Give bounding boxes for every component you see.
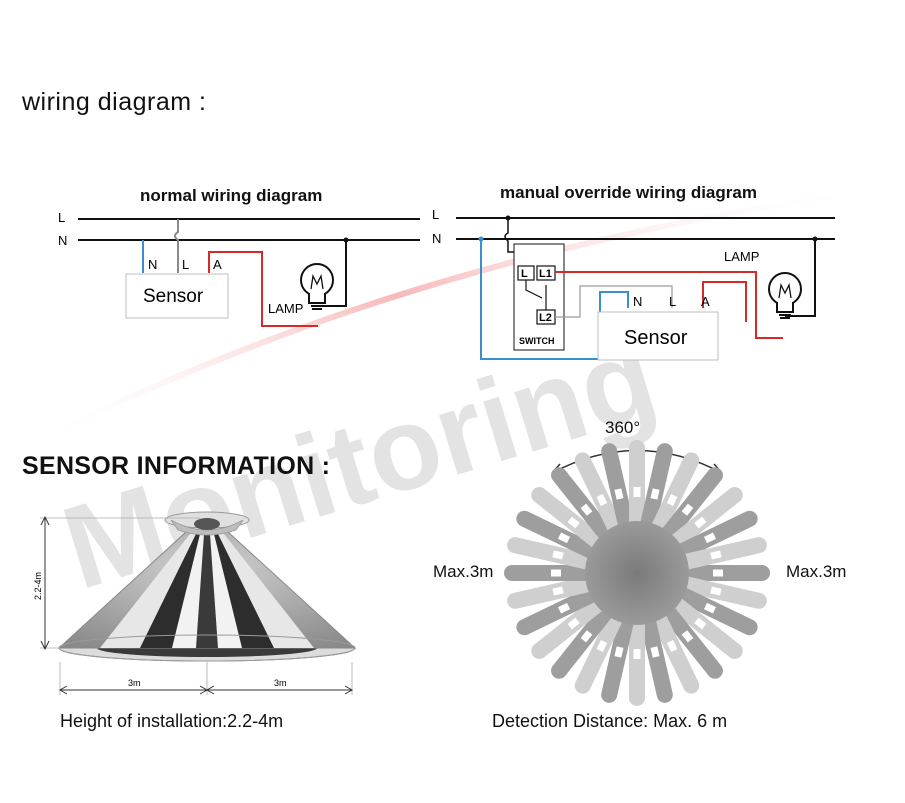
override-lamp-label: LAMP: [724, 249, 759, 264]
detection-ray: [516, 510, 602, 561]
switch-label: SWITCH: [519, 336, 555, 346]
detection-ray-gap: [710, 550, 722, 560]
detection-caption: Detection Distance: Max. 6 m: [492, 711, 728, 731]
detection-ray: [531, 594, 608, 659]
normal-A-wire: [208, 251, 318, 327]
detection-ray: [666, 487, 743, 552]
detection-ray-gap: [614, 646, 624, 658]
detection-ray: [507, 575, 599, 609]
switch-term-L: L: [521, 268, 528, 280]
detection-ray-gap: [557, 602, 571, 614]
detection-ray-gap: [703, 602, 717, 614]
detection-pattern-top-view: [504, 440, 770, 706]
detection-ray: [649, 608, 700, 694]
detection-cone-side-view: 2.2-4m 3m 3m: [33, 511, 357, 695]
detection-ray-gap: [580, 630, 593, 643]
override-wiring-diagram: L N L L1 L2 SWITCH N L A Sensor: [432, 207, 835, 361]
page-heading: wiring diagram :: [22, 88, 207, 116]
detection-ray: [574, 608, 625, 694]
override-line-N-label: N: [432, 231, 441, 246]
detection-ray: [574, 452, 625, 538]
override-term-N: N: [633, 294, 642, 309]
width-left-label: 3m: [128, 678, 141, 688]
override-sensor-label: Sensor: [624, 327, 688, 349]
sensor-info-heading: SENSOR INFORMATION :: [22, 452, 331, 480]
detection-ray: [675, 537, 767, 571]
override-L2-to-sensor: [555, 285, 673, 318]
detection-ray: [601, 443, 635, 535]
detection-ray-gap: [552, 550, 564, 560]
detection-ray-gap: [596, 639, 608, 653]
detection-ray-gap: [666, 493, 678, 507]
detection-ray-gap: [694, 617, 707, 630]
normal-line-L-label: L: [58, 210, 65, 225]
detection-ray-gap: [614, 488, 624, 500]
detection-ray-gap: [650, 488, 660, 500]
detection-ray-gap: [694, 516, 707, 529]
detection-ray-gap: [666, 639, 678, 653]
normal-term-N: N: [148, 257, 157, 272]
detection-ray-gap: [681, 503, 694, 516]
detection-ray: [551, 467, 616, 544]
detection-ray-gap: [710, 586, 722, 596]
normal-line-N-label: N: [58, 233, 67, 248]
override-sensor-box: [597, 311, 719, 361]
detection-ray-gap: [650, 646, 660, 658]
override-line-L-label: L: [432, 207, 439, 222]
detection-ray: [672, 510, 758, 561]
detection-ray: [658, 602, 723, 679]
normal-lamp-return: [318, 240, 347, 307]
override-term-L: L: [669, 294, 676, 309]
detection-ray: [531, 487, 608, 552]
detection-ray-gap: [552, 586, 564, 596]
detection-ray: [639, 611, 673, 703]
detection-ray: [649, 452, 700, 538]
detection-rays: [504, 440, 770, 706]
detection-ray: [551, 602, 616, 679]
detection-ray: [675, 575, 767, 609]
override-term-A: A: [701, 294, 710, 309]
normal-sensor-label: Sensor: [143, 286, 204, 307]
detection-ray: [507, 537, 599, 571]
override-L1-to-lamp: [555, 271, 783, 339]
switch-term-L1: L1: [539, 268, 552, 280]
detection-ray-gap: [681, 630, 694, 643]
height-dimension-label: 2.2-4m: [33, 572, 43, 600]
normal-term-L: L: [182, 257, 189, 272]
detection-ray: [658, 467, 723, 544]
normal-sensor-box: [125, 273, 229, 319]
override-lamp-return: [785, 239, 816, 317]
detection-ray-gap: [567, 516, 580, 529]
override-L-to-switch: [504, 218, 524, 265]
normal-wiring-diagram: L N N L A Sensor LAMP: [58, 210, 420, 327]
detection-ray: [672, 585, 758, 636]
normal-lamp-label: LAMP: [268, 301, 303, 316]
detection-ray-gap: [567, 617, 580, 630]
override-diagram-title: manual override wiring diagram: [500, 183, 757, 202]
detection-ray: [639, 443, 673, 535]
normal-term-A: A: [213, 257, 222, 272]
normal-L-wire: [174, 219, 179, 273]
width-right-label: 3m: [274, 678, 287, 688]
detection-ray-gap: [557, 532, 571, 544]
detection-ray: [516, 585, 602, 636]
detection-ray: [666, 594, 743, 659]
max-left-label: Max.3m: [433, 562, 494, 581]
normal-diagram-title: normal wiring diagram: [140, 186, 323, 205]
override-A-wire: [702, 281, 747, 322]
max-right-label: Max.3m: [786, 562, 847, 581]
detection-ray-gap: [703, 532, 717, 544]
angle-label: 360°: [605, 418, 641, 437]
height-caption: Height of installation:2.2-4m: [60, 711, 284, 731]
detection-ray-gap: [596, 493, 608, 507]
override-lamp-icon: [768, 272, 802, 319]
switch-term-L2: L2: [539, 312, 552, 324]
detection-ray-gap: [580, 503, 593, 516]
detection-ray: [601, 611, 635, 703]
normal-lamp-icon: [300, 263, 334, 310]
